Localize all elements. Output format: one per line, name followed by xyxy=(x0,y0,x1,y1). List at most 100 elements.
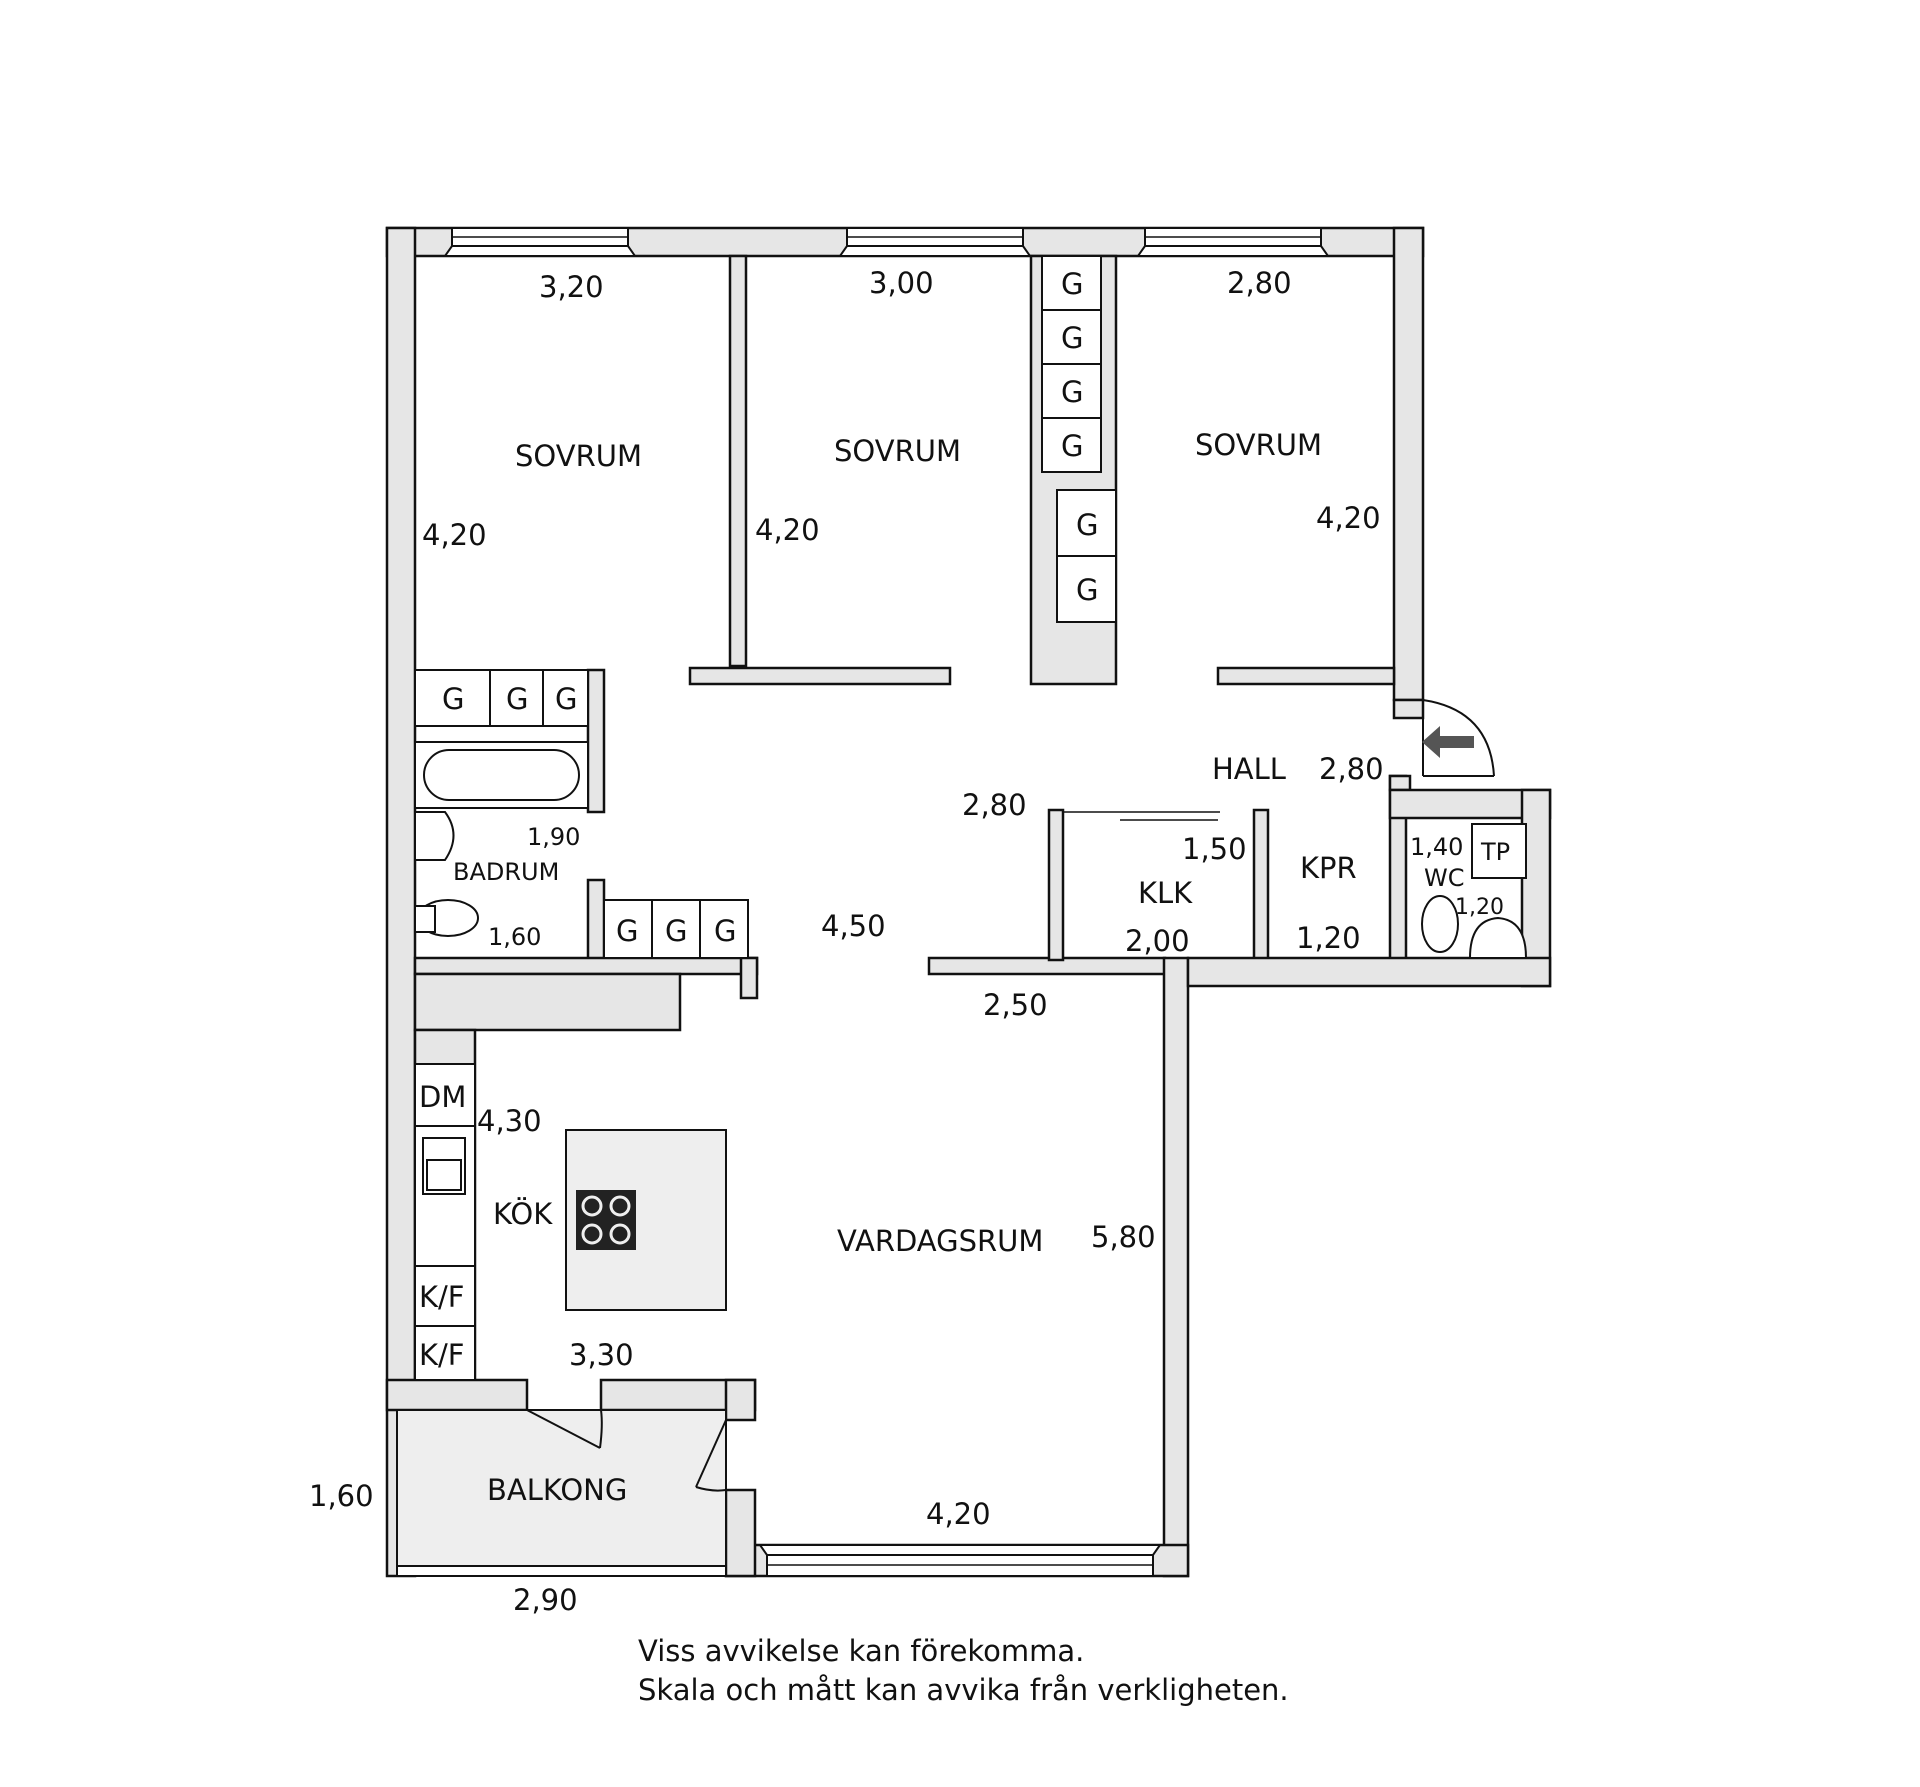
room-label-kok: KÖK xyxy=(493,1197,553,1231)
door-balcony-left xyxy=(526,1409,601,1449)
dim-sovrum2-width: 3,00 xyxy=(869,266,934,300)
wardrobe-label: G xyxy=(714,914,736,948)
entrance-arrow-icon xyxy=(1422,726,1474,758)
wall-living-right xyxy=(1162,956,1190,1578)
wall-living-top xyxy=(927,956,1167,976)
dim-vardagsrum-top: 2,50 xyxy=(983,988,1048,1022)
wardrobe-label: G xyxy=(1076,508,1098,542)
room-label-hall: HALL xyxy=(1212,752,1286,786)
dim-klk-width: 1,50 xyxy=(1182,832,1247,866)
wardrobe-label: G xyxy=(1061,375,1083,409)
wardrobe-label: G xyxy=(442,682,464,716)
dim-klk-depth: 2,00 xyxy=(1125,924,1190,958)
dim-kpr-depth: 1,20 xyxy=(1296,921,1361,955)
fixtures xyxy=(414,255,1528,1381)
wardrobe xyxy=(1041,363,1102,419)
wall-bed1-bottom xyxy=(688,666,952,686)
dim-vardagsrum-depth: 5,80 xyxy=(1091,1220,1156,1254)
wall-klk-left xyxy=(1047,808,1065,962)
wardrobe xyxy=(542,669,589,727)
door-entrance xyxy=(1422,699,1495,777)
wall-wc-top-stub xyxy=(1388,774,1412,792)
dim-kok-depth: 4,30 xyxy=(477,1104,542,1138)
wardrobe-label: G xyxy=(1061,429,1083,463)
window-bedroom2 xyxy=(838,227,1032,257)
wardrobe xyxy=(1056,555,1117,623)
wall-right-upper xyxy=(1392,226,1425,702)
wall-kitchen-stub xyxy=(724,1378,757,1422)
room-label-sovrum3: SOVRUM xyxy=(1195,428,1322,462)
room-label-vardagsrum: VARDAGSRUM xyxy=(837,1224,1043,1258)
wall-left xyxy=(385,226,417,1578)
room-label-wc: WC xyxy=(1424,864,1465,892)
wardrobe xyxy=(1041,417,1102,473)
wc-sink-icon xyxy=(1468,916,1528,959)
walls xyxy=(385,226,1552,1578)
wardrobe-label: G xyxy=(1061,267,1083,301)
wardrobe-label: G xyxy=(1061,321,1083,355)
wall-bath-bottom xyxy=(413,956,759,976)
wall-bed1-bed2 xyxy=(728,254,748,668)
fridge-freezer xyxy=(414,1325,476,1381)
room-label-sovrum2: SOVRUM xyxy=(834,434,961,468)
window-living xyxy=(758,1544,1162,1577)
dim-sovrum2-depth: 4,20 xyxy=(755,513,820,547)
wall-bed3-bottom xyxy=(1216,666,1396,686)
room-label-sovrum1: SOVRUM xyxy=(515,439,642,473)
room-label-balkong: BALKONG xyxy=(487,1473,627,1507)
disclaimer: Viss avvikelse kan förekomma. Skala och … xyxy=(638,1634,1289,1707)
dim-hall-depth: 4,50 xyxy=(821,909,886,943)
fridge-freezer-label: K/F xyxy=(419,1280,464,1314)
dim-sovrum3-width: 2,80 xyxy=(1227,266,1292,300)
wall-bath-right-lower xyxy=(586,878,606,962)
wall-balcony-right xyxy=(724,1488,757,1578)
room-label-kpr: KPR xyxy=(1300,851,1357,885)
fridge-freezer-label: K/F xyxy=(419,1338,464,1372)
dishwasher-label: DM xyxy=(419,1080,466,1114)
bathtub-inner xyxy=(423,749,580,801)
dim-sovrum1-width: 3,20 xyxy=(539,270,604,304)
door-balcony-right xyxy=(695,1419,727,1488)
dim-balkong-width: 2,90 xyxy=(513,1583,578,1617)
wardrobe xyxy=(1056,489,1117,557)
dim-balkong-depth: 1,60 xyxy=(309,1479,374,1513)
wc-toilet-icon xyxy=(1421,895,1459,953)
labels: SOVRUM SOVRUM SOVRUM HALL KLK KPR WC BAD… xyxy=(309,266,1510,1617)
dim-badrum-depth: 1,60 xyxy=(488,923,541,951)
window-bedroom1 xyxy=(443,227,637,257)
room-label-klk: KLK xyxy=(1138,876,1193,910)
sink-icon xyxy=(414,811,455,861)
towel-paper-label: TP xyxy=(1480,838,1510,866)
windows xyxy=(443,227,1330,1577)
dim-hall-width: 2,80 xyxy=(1319,752,1384,786)
dim-wc-depth: 1,20 xyxy=(1455,895,1504,920)
dim-sovrum3-depth: 4,20 xyxy=(1316,501,1381,535)
wardrobe-label: G xyxy=(616,914,638,948)
dim-kok-width: 3,30 xyxy=(569,1338,634,1372)
wardrobe-label: G xyxy=(1076,573,1098,607)
room-label-badrum: BADRUM xyxy=(453,858,559,886)
wardrobe-label: G xyxy=(506,682,528,716)
wardrobe xyxy=(603,899,653,959)
window-bedroom3 xyxy=(1136,227,1330,257)
disclaimer-line-1: Viss avvikelse kan förekomma. xyxy=(638,1634,1084,1668)
wardrobe-label: G xyxy=(555,682,577,716)
towel-paper xyxy=(1471,823,1527,879)
wall-bath-stub xyxy=(739,956,759,1000)
doors xyxy=(526,699,1495,1492)
dim-badrum-width: 1,90 xyxy=(527,823,580,851)
dim-hall-corridor: 2,80 xyxy=(962,788,1027,822)
wall-kitchen-bottom-left xyxy=(385,1378,529,1412)
dim-sovrum1-depth: 4,20 xyxy=(422,518,487,552)
disclaimer-line-2: Skala och mått kan avvika från verklighe… xyxy=(638,1673,1289,1707)
wall-door-stub xyxy=(1392,698,1425,720)
wall-bath-right xyxy=(586,668,606,814)
wall-kitchen-upper xyxy=(413,972,682,1032)
wall-klk-right xyxy=(1252,808,1270,962)
wardrobe xyxy=(699,899,749,959)
dim-vardagsrum-width: 4,20 xyxy=(926,1497,991,1531)
dim-wc-width: 1,40 xyxy=(1410,833,1463,861)
wall-wc-bottom xyxy=(1186,956,1552,988)
balcony xyxy=(396,1409,727,1577)
